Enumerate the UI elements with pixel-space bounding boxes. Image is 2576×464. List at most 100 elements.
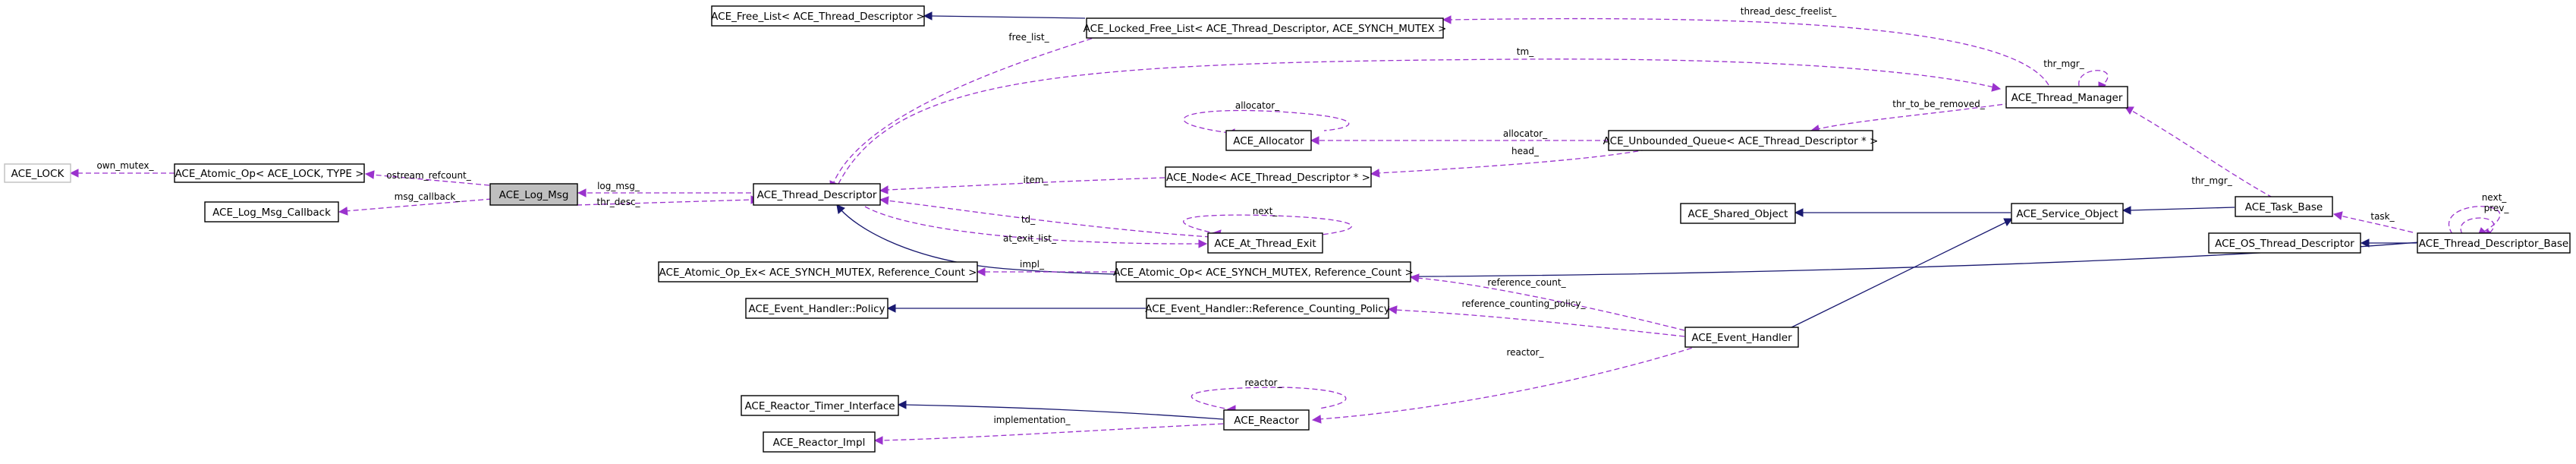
- node-log-msg-callback[interactable]: ACE_Log_Msg_Callback: [204, 201, 339, 223]
- svg-text:ACE_Thread_Descriptor_Base: ACE_Thread_Descriptor_Base: [2419, 238, 2568, 250]
- node-event-handler-policy[interactable]: ACE_Event_Handler::Policy: [745, 298, 889, 319]
- node-service-object[interactable]: ACE_Service_Object: [2011, 203, 2124, 224]
- edge-next-prev-tdb: next_ prev_: [2448, 192, 2510, 238]
- svg-text:at_exit_list_: at_exit_list_: [1003, 233, 1057, 244]
- edge-inherit-policy: [886, 304, 1146, 313]
- svg-text:impl_: impl_: [1020, 259, 1045, 270]
- edge-reference-count: reference_count_: [1409, 273, 1685, 331]
- edge-at-exit-list: at_exit_list_: [864, 206, 1208, 248]
- node-reactor-impl[interactable]: ACE_Reactor_Impl: [763, 431, 876, 453]
- node-event-handler[interactable]: ACE_Event_Handler: [1684, 327, 1799, 348]
- svg-text:msg_callback_: msg_callback_: [395, 191, 461, 202]
- svg-text:ACE_Log_Msg_Callback: ACE_Log_Msg_Callback: [212, 207, 331, 219]
- svg-text:allocator_: allocator_: [1235, 100, 1280, 111]
- svg-text:log_msg_: log_msg_: [597, 181, 640, 191]
- svg-text:reference_count_: reference_count_: [1487, 277, 1566, 288]
- edge-impl: impl_: [976, 259, 1115, 276]
- node-ace-node[interactable]: ACE_Node< ACE_Thread_Descriptor * >: [1165, 166, 1372, 188]
- svg-text:reference_counting_policy_: reference_counting_policy_: [1461, 298, 1586, 309]
- svg-text:ACE_Log_Msg: ACE_Log_Msg: [499, 189, 569, 201]
- node-atomic-op-ex[interactable]: ACE_Atomic_Op_Ex< ACE_SYNCH_MUTEX, Refer…: [658, 261, 978, 283]
- node-free-list[interactable]: ACE_Free_List< ACE_Thread_Descriptor >: [711, 5, 925, 27]
- node-allocator[interactable]: ACE_Allocator: [1225, 130, 1312, 151]
- edge-item: item_: [879, 175, 1165, 194]
- edge-td: td_: [879, 196, 1211, 238]
- node-thread-manager[interactable]: ACE_Thread_Manager: [2005, 86, 2128, 109]
- svg-text:thread_desc_freelist_: thread_desc_freelist_: [1741, 6, 1837, 17]
- svg-text:task_: task_: [2370, 211, 2395, 222]
- svg-text:ACE_Service_Object: ACE_Service_Object: [2016, 208, 2118, 220]
- svg-text:ACE_Locked_Free_List< ACE_Thre: ACE_Locked_Free_List< ACE_Thread_Descrip…: [1084, 23, 1447, 35]
- node-locked-free-list[interactable]: ACE_Locked_Free_List< ACE_Thread_Descrip…: [1084, 17, 1447, 39]
- edge-inherit-os-thread-descriptor: [2360, 238, 2417, 248]
- node-task-base[interactable]: ACE_Task_Base: [2235, 196, 2333, 217]
- node-os-thread-descriptor[interactable]: ACE_OS_Thread_Descriptor: [2208, 232, 2361, 254]
- svg-text:own_mutex_: own_mutex_: [96, 160, 154, 171]
- edge-own-mutex: own_mutex_: [69, 160, 175, 178]
- edge-thr-mgr-self: thr_mgr_: [2043, 58, 2109, 92]
- svg-text:free_list_: free_list_: [1008, 32, 1049, 43]
- edge-thr-to-be-removed: thr_to_be_removed_: [1810, 99, 2011, 134]
- svg-text:ACE_Event_Handler::Policy: ACE_Event_Handler::Policy: [749, 303, 885, 315]
- svg-text:implementation_: implementation_: [993, 415, 1071, 425]
- edge-inherit-shared-object: [1794, 208, 2011, 217]
- svg-text:next_: next_: [1253, 206, 1279, 216]
- node-log-msg[interactable]: ACE_Log_Msg: [489, 183, 578, 206]
- svg-text:ACE_LOCK: ACE_LOCK: [11, 168, 65, 180]
- svg-text:reactor_: reactor_: [1245, 377, 1283, 388]
- svg-text:item_: item_: [1023, 175, 1049, 185]
- svg-text:ACE_Reactor_Timer_Interface: ACE_Reactor_Timer_Interface: [744, 400, 895, 412]
- svg-text:ACE_Shared_Object: ACE_Shared_Object: [1688, 208, 1788, 220]
- node-shared-object[interactable]: ACE_Shared_Object: [1680, 203, 1796, 224]
- svg-text:ACE_Thread_Descriptor: ACE_Thread_Descriptor: [757, 189, 877, 201]
- svg-text:thr_mgr_: thr_mgr_: [2043, 58, 2084, 69]
- edge-inherit-reactor-timer: [897, 400, 1224, 420]
- svg-text:ACE_Reactor: ACE_Reactor: [1234, 415, 1299, 427]
- edge-reactor-eh: reactor_: [1311, 345, 1700, 424]
- svg-text:ACE_Free_List< ACE_Thread_Desc: ACE_Free_List< ACE_Thread_Descriptor >: [711, 11, 925, 23]
- svg-text:tm_: tm_: [1517, 46, 1534, 57]
- edge-head: head_: [1370, 146, 1647, 178]
- svg-text:thr_mgr_: thr_mgr_: [2191, 175, 2232, 186]
- node-ace-lock[interactable]: ACE_LOCK: [4, 163, 71, 183]
- edge-msg-callback: msg_callback_: [338, 191, 492, 216]
- svg-text:ACE_Allocator: ACE_Allocator: [1233, 135, 1304, 147]
- edge-next-ate: next_: [1183, 206, 1352, 238]
- node-atomic-op-synch[interactable]: ACE_Atomic_Op< ACE_SYNCH_MUTEX, Referenc…: [1113, 261, 1414, 283]
- svg-text:reactor_: reactor_: [1507, 347, 1545, 358]
- node-atomic-op-lock[interactable]: ACE_Atomic_Op< ACE_LOCK, TYPE >: [174, 163, 365, 183]
- edge-implementation: implementation_: [873, 415, 1224, 445]
- edge-inherit-service-object: [2122, 206, 2235, 215]
- node-reactor[interactable]: ACE_Reactor: [1223, 409, 1310, 431]
- svg-text:ACE_Reactor_Impl: ACE_Reactor_Impl: [773, 437, 866, 449]
- edge-tm: tm_: [838, 46, 2002, 185]
- svg-text:thr_to_be_removed_: thr_to_be_removed_: [1892, 99, 1985, 109]
- edge-log-msg: log_msg_: [577, 181, 751, 197]
- edge-thr-desc: thr_desc_: [576, 195, 760, 207]
- node-unbounded-queue[interactable]: ACE_Unbounded_Queue< ACE_Thread_Descript…: [1603, 130, 1879, 151]
- edge-thr-mgr: thr_mgr_: [2125, 106, 2273, 198]
- edge-task: task_: [2332, 211, 2414, 233]
- svg-text:ACE_Atomic_Op< ACE_SYNCH_MUTEX: ACE_Atomic_Op< ACE_SYNCH_MUTEX, Referenc…: [1113, 267, 1414, 279]
- svg-text:prev_: prev_: [2484, 203, 2510, 213]
- edge-inherit-event-handler: [1786, 218, 2014, 330]
- edge-reactor-self: reactor_: [1190, 377, 1347, 414]
- edge-inherit-thread-descriptor: [836, 204, 2429, 278]
- node-thread-descriptor[interactable]: ACE_Thread_Descriptor: [753, 183, 881, 206]
- svg-text:ACE_Task_Base: ACE_Task_Base: [2245, 201, 2323, 213]
- svg-text:next_: next_: [2482, 192, 2508, 203]
- edge-reference-counting-policy: reference_counting_policy_: [1387, 298, 1685, 337]
- svg-text:ACE_Unbounded_Queue< ACE_Threa: ACE_Unbounded_Queue< ACE_Thread_Descript…: [1603, 135, 1879, 147]
- svg-text:ACE_Atomic_Op_Ex< ACE_SYNCH_MU: ACE_Atomic_Op_Ex< ACE_SYNCH_MUTEX, Refer…: [659, 267, 977, 279]
- svg-text:td_: td_: [1021, 214, 1036, 225]
- svg-text:ACE_Node< ACE_Thread_Descripto: ACE_Node< ACE_Thread_Descriptor * >: [1166, 172, 1370, 184]
- node-at-thread-exit[interactable]: ACE_At_Thread_Exit: [1207, 232, 1323, 254]
- svg-text:ACE_Event_Handler::Reference_C: ACE_Event_Handler::Reference_Counting_Po…: [1145, 303, 1389, 315]
- svg-text:ACE_Event_Handler: ACE_Event_Handler: [1691, 332, 1792, 344]
- svg-text:ACE_Atomic_Op< ACE_LOCK, TYPE: ACE_Atomic_Op< ACE_LOCK, TYPE >: [175, 168, 363, 180]
- svg-text:thr_desc_: thr_desc_: [596, 197, 640, 207]
- node-reference-counting-policy[interactable]: ACE_Event_Handler::Reference_Counting_Po…: [1145, 298, 1390, 319]
- node-thread-descriptor-base[interactable]: ACE_Thread_Descriptor_Base: [2417, 232, 2571, 254]
- node-reactor-timer-interface[interactable]: ACE_Reactor_Timer_Interface: [741, 395, 899, 416]
- svg-text:ACE_At_Thread_Exit: ACE_At_Thread_Exit: [1214, 238, 1316, 250]
